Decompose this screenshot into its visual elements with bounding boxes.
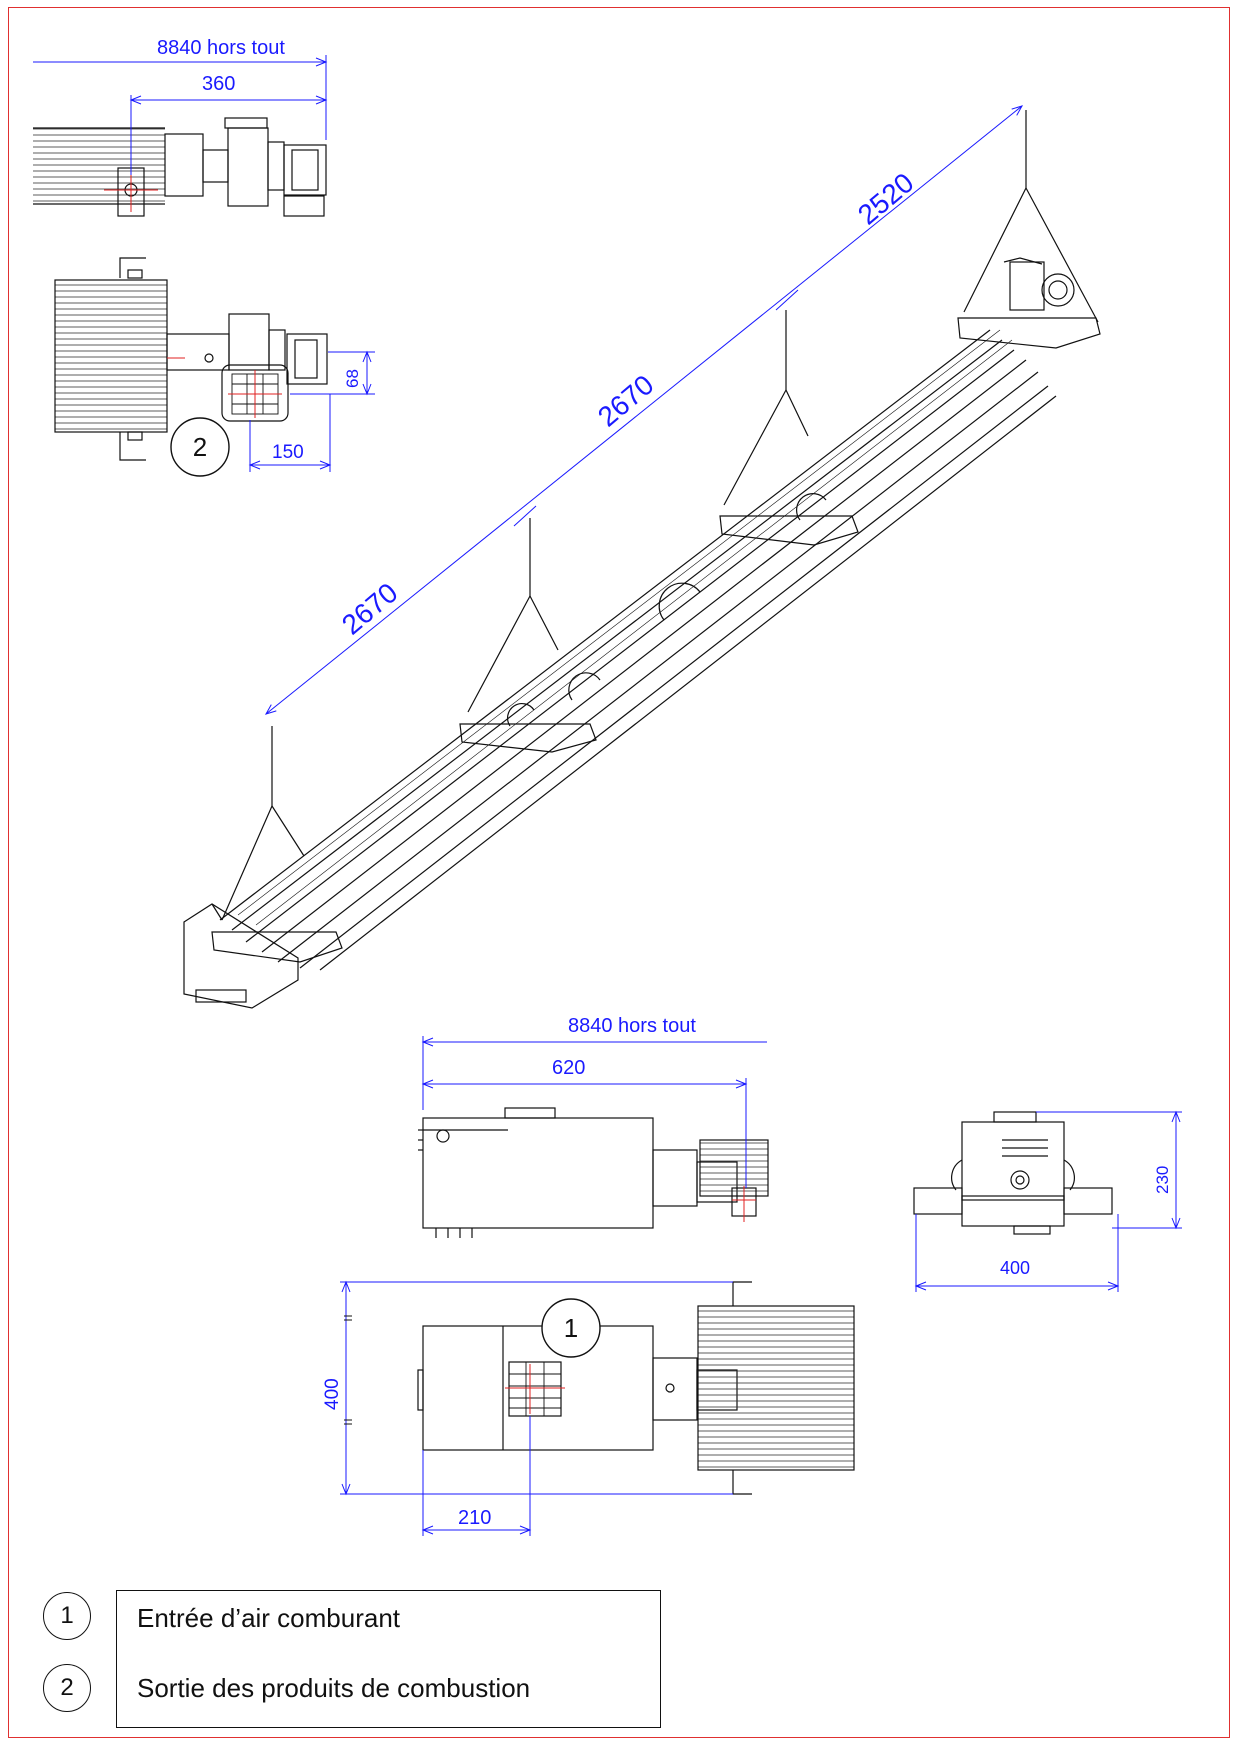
iso-span-2: 2670 <box>592 369 660 433</box>
plan-view-dim-210: 210 <box>458 1507 491 1529</box>
side-view-center-mark <box>732 1186 756 1222</box>
rear-view-marker-bubble: 2 <box>170 417 230 477</box>
iso-view <box>183 110 1101 1009</box>
legend-bubble-1: 1 <box>43 1592 91 1640</box>
top-view-center-mark <box>104 172 158 212</box>
end-view-dim-400: 400 <box>1000 1258 1030 1278</box>
plan-view <box>417 1281 855 1495</box>
side-view-dim-620: 620 <box>552 1057 585 1079</box>
plan-view-dimensions <box>340 1280 733 1536</box>
legend-number-1: 1 <box>60 1602 74 1629</box>
end-view-dim-230: 230 <box>1153 1166 1172 1194</box>
plan-view-marker-number: 1 <box>564 1313 578 1343</box>
plan-view-marker-bubble: 1 <box>541 1298 601 1358</box>
side-view <box>418 1107 769 1238</box>
rear-view-dim-150: 150 <box>272 442 304 463</box>
legend-label-1: Entrée d’air comburant <box>137 1603 401 1633</box>
drawing-frame <box>8 7 1230 1738</box>
legend-number-2: 2 <box>60 1674 74 1701</box>
top-view-dim-360: 360 <box>202 73 235 95</box>
iso-view-dimensions <box>264 105 1024 715</box>
top-view <box>33 117 327 217</box>
end-view <box>913 1111 1113 1235</box>
rear-view-marker-number: 2 <box>193 432 207 462</box>
side-view-dimensions <box>421 1036 767 1188</box>
end-view-dimensions <box>914 1110 1182 1292</box>
legend-box: Entrée d’air comburant Sortie des produi… <box>116 1590 661 1728</box>
plan-view-center-mark <box>505 1364 565 1414</box>
iso-span-3: 2520 <box>852 167 920 231</box>
legend-bubble-2: 2 <box>43 1664 91 1712</box>
plan-view-break-marks <box>344 1315 352 1425</box>
rear-view-dim-68: 68 <box>343 369 362 388</box>
top-view-overall-label: 8840 hors tout <box>157 37 285 59</box>
side-view-overall-label: 8840 hors tout <box>568 1015 696 1037</box>
plan-view-dim-400: 400 <box>322 1378 343 1410</box>
legend-label-2: Sortie des produits de combustion <box>137 1673 531 1703</box>
